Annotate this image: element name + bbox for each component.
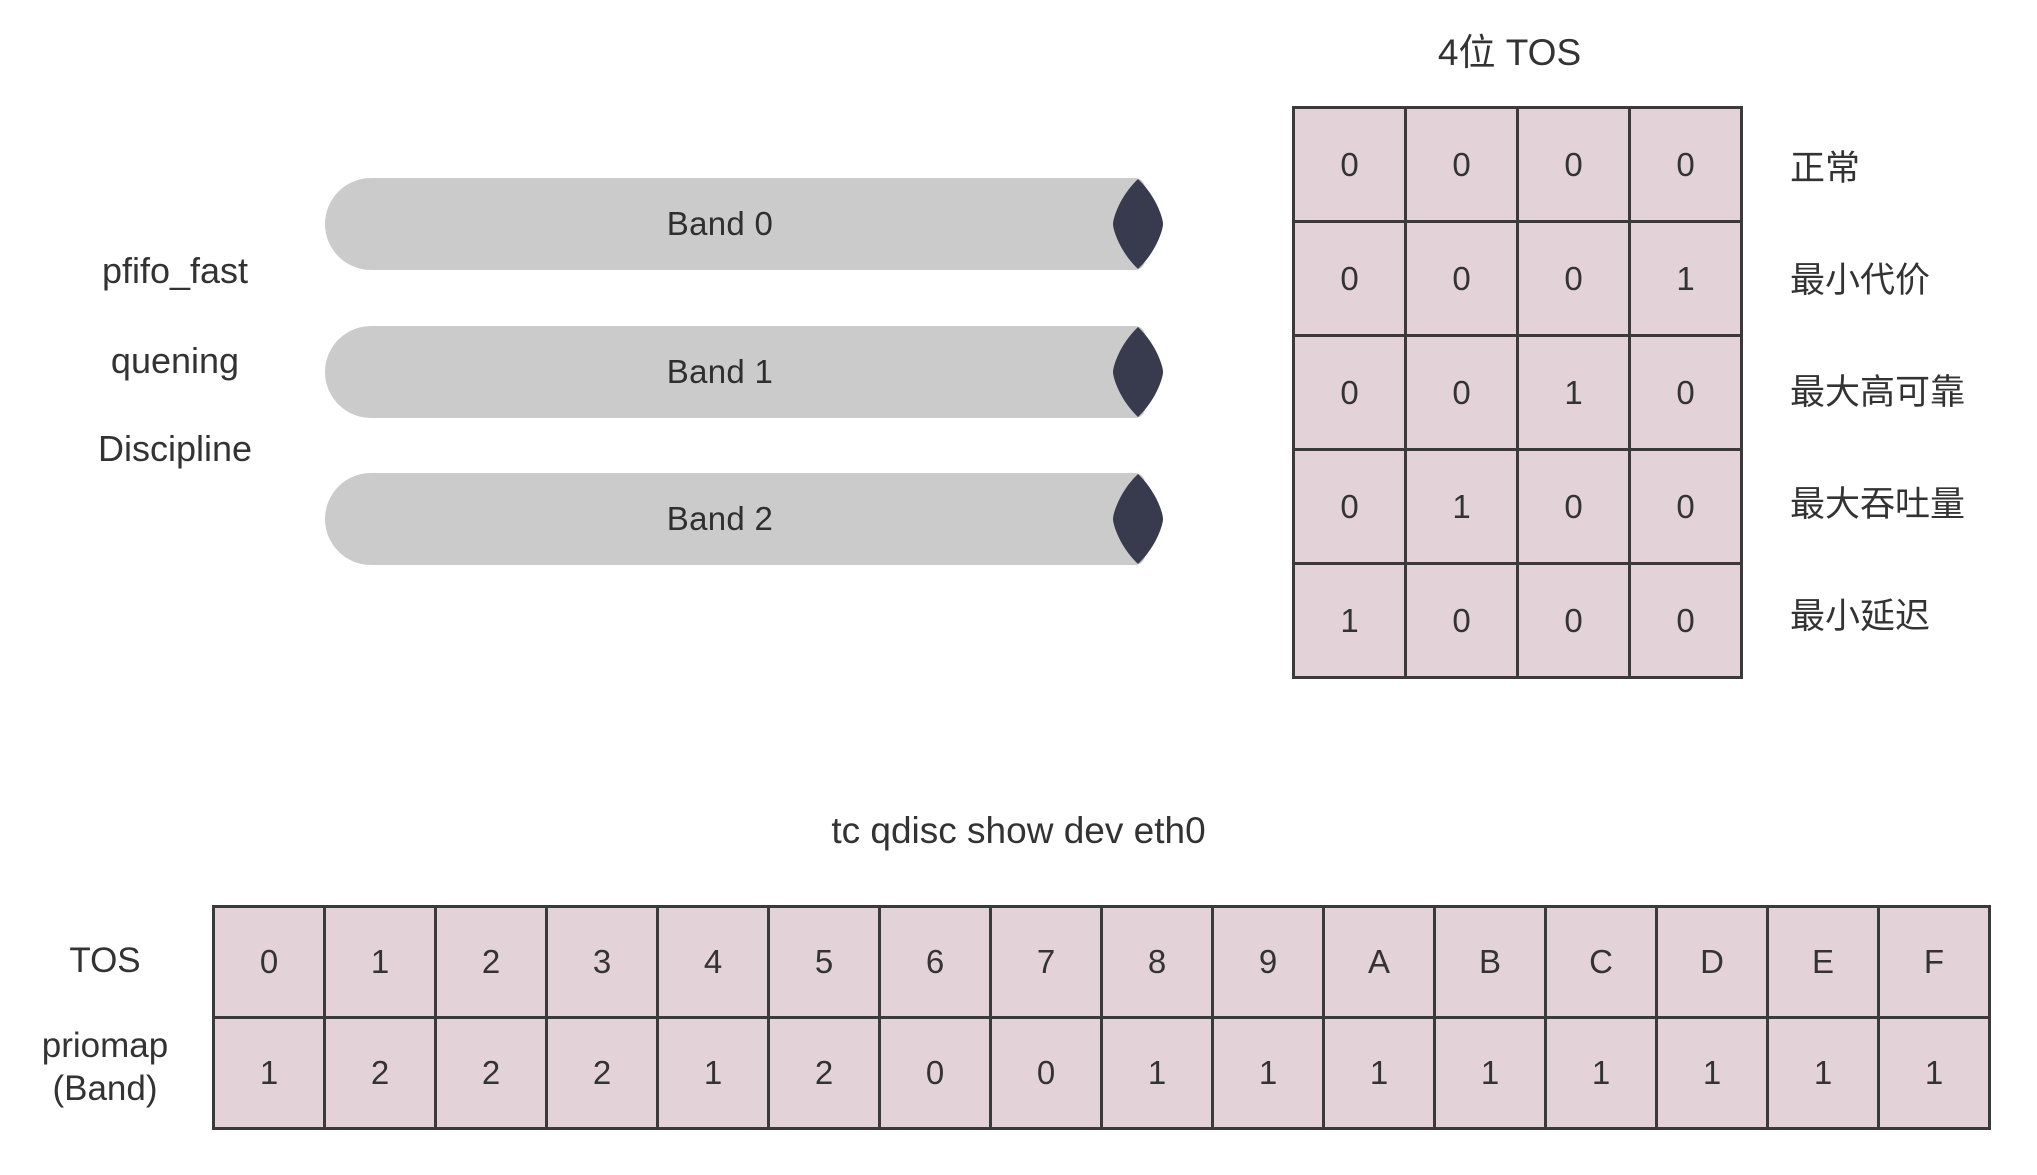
tos-bit-cell: 0 [1628,562,1743,679]
band-pipe-2 [325,473,1145,565]
priomap-rowlabel-tos: TOS [69,941,141,980]
priomap-tos-cell: 9 [1211,905,1325,1019]
band-label-2: Band 2 [666,500,774,537]
tos-bit-cell: 0 [1292,334,1407,451]
priomap-title: tc qdisc show dev eth0 [831,810,1206,851]
table-row: 0 0 0 0 [1292,106,1743,223]
tos-title: 4位 TOS [1437,32,1582,73]
priomap-band-cell: 1 [1322,1016,1436,1130]
priomap-band-cell: 1 [1655,1016,1769,1130]
tos-bit-cell: 0 [1516,562,1631,679]
priomap-band-cell: 2 [434,1016,548,1130]
table-row-tos: 0 1 2 3 4 5 6 7 8 9 A B C D E F [212,905,1991,1019]
tos-bit-cell: 0 [1404,334,1519,451]
qdisc-diagram: pfifo_fast quening Discipline Band 0 Ban… [0,0,1230,700]
band-label-1: Band 1 [666,353,774,390]
priomap-section: tc qdisc show dev eth0 TOS priomap (Band… [0,700,2037,1175]
band-opening-lens-icon-0 [1112,178,1164,270]
band-row-1: Band 1 [325,326,1163,418]
band-pipe-0 [325,178,1145,270]
tos-bit-table: 0 0 0 0 0 0 0 1 0 0 1 0 0 1 0 0 [1292,106,1743,679]
qdisc-label-quening: quening [110,340,240,381]
priomap-band-cell: 2 [323,1016,437,1130]
tos-bit-cell: 0 [1516,448,1631,565]
band-opening-lens-icon-1 [1112,326,1164,418]
priomap-band-cell: 2 [545,1016,659,1130]
band-row-2: Band 2 [325,473,1163,565]
priomap-tos-cell: C [1544,905,1658,1019]
priomap-band-cell: 1 [1877,1016,1991,1130]
priomap-tos-cell: E [1766,905,1880,1019]
tos-bit-cell: 0 [1516,220,1631,337]
priomap-tos-cell: 4 [656,905,770,1019]
priomap-band-cell: 2 [767,1016,881,1130]
band-opening-lens-icon-2 [1112,473,1164,565]
table-row: 0 0 1 0 [1292,334,1743,451]
priomap-tos-cell: 7 [989,905,1103,1019]
priomap-tos-cell: 5 [767,905,881,1019]
priomap-rowlabel-band: priomap (Band) [5,1025,205,1110]
priomap-band-cell: 1 [1766,1016,1880,1130]
band-label-0: Band 0 [666,205,774,242]
priomap-tos-cell: 1 [323,905,437,1019]
priomap-tos-cell: F [1877,905,1991,1019]
tos-bit-cell: 0 [1292,448,1407,565]
table-row: 1 0 0 0 [1292,562,1743,679]
tos-desc-max-reliable: 最大高可靠 [1790,373,1966,412]
priomap-table: 0 1 2 3 4 5 6 7 8 9 A B C D E F 1 2 2 [212,905,1991,1130]
tos-desc-min-cost: 最小代价 [1790,261,1931,300]
table-row-band: 1 2 2 2 1 2 0 0 1 1 1 1 1 1 1 1 [212,1016,1991,1130]
tos-bit-cell: 1 [1628,220,1743,337]
tos-bit-cell: 0 [1628,448,1743,565]
priomap-tos-cell: 6 [878,905,992,1019]
priomap-tos-cell: 3 [545,905,659,1019]
band-pipe-1 [325,326,1145,418]
tos-desc-max-throughput: 最大吞吐量 [1790,485,1966,524]
tos-bit-cell: 1 [1404,448,1519,565]
tos-bit-cell: 0 [1628,106,1743,223]
priomap-band-cell: 1 [212,1016,326,1130]
tos-bit-cell: 0 [1292,106,1407,223]
priomap-band-cell: 1 [656,1016,770,1130]
tos-desc-normal: 正常 [1790,149,1861,188]
table-row: 0 1 0 0 [1292,448,1743,565]
priomap-band-cell: 1 [1544,1016,1658,1130]
priomap-band-cell: 1 [1433,1016,1547,1130]
priomap-band-cell: 1 [1100,1016,1214,1130]
priomap-band-cell: 1 [1211,1016,1325,1130]
tos-bit-cell: 0 [1628,334,1743,451]
priomap-band-cell: 0 [878,1016,992,1130]
priomap-band-cell: 0 [989,1016,1103,1130]
tos-bit-cell: 0 [1404,562,1519,679]
band-row-0: Band 0 [325,178,1163,270]
tos-bit-cell: 1 [1516,334,1631,451]
priomap-rowlabel-band-line1: priomap [41,1026,169,1065]
priomap-tos-cell: 0 [212,905,326,1019]
tos-bit-cell: 0 [1292,220,1407,337]
priomap-tos-cell: A [1322,905,1436,1019]
priomap-tos-cell: 2 [434,905,548,1019]
priomap-tos-cell: 8 [1100,905,1214,1019]
tos-bit-cell: 0 [1404,220,1519,337]
priomap-rowlabel-band-line2: (Band) [52,1068,158,1108]
tos-desc-min-delay: 最小延迟 [1790,597,1931,636]
table-row: 0 0 0 1 [1292,220,1743,337]
priomap-tos-cell: B [1433,905,1547,1019]
tos-bit-cell: 0 [1516,106,1631,223]
tos-bit-cell: 0 [1404,106,1519,223]
tos-bit-cell: 1 [1292,562,1407,679]
qdisc-label-discipline: Discipline [97,428,253,469]
priomap-tos-cell: D [1655,905,1769,1019]
qdisc-label-pfifo-fast: pfifo_fast [101,250,249,291]
